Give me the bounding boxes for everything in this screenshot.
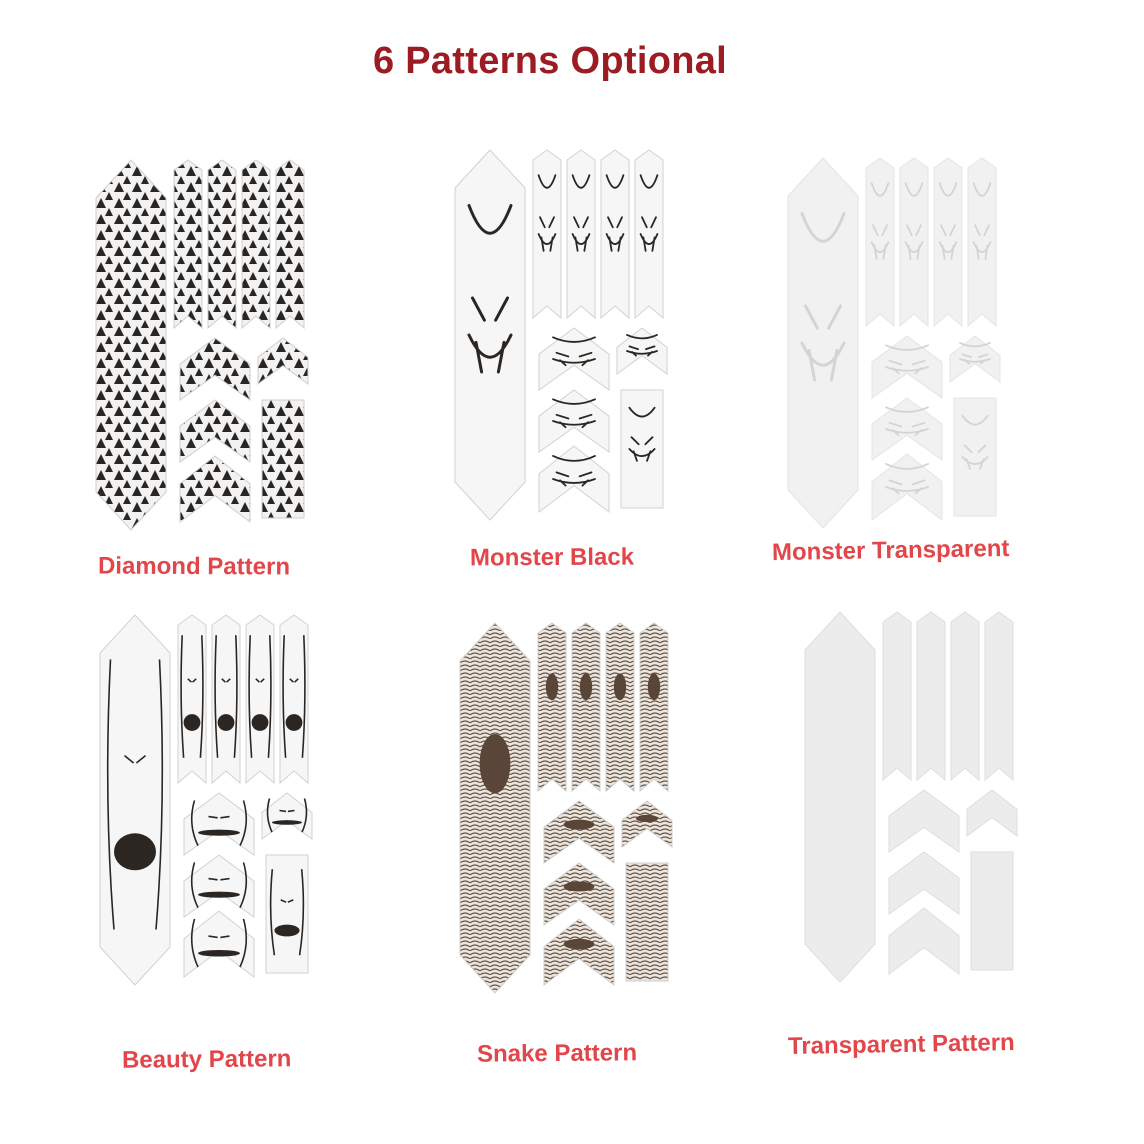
transparent-pattern-sheet xyxy=(804,611,1055,983)
sticker-rect-patch xyxy=(625,862,669,982)
sticker-chevron-3 xyxy=(543,862,615,926)
page-title: 6 Patterns Optional xyxy=(372,40,728,82)
sticker-chevron-1 xyxy=(888,789,960,853)
sticker-strip-3 xyxy=(950,611,980,782)
sticker-strip-1 xyxy=(177,614,207,785)
sticker-chevron-2 xyxy=(257,337,309,385)
sticker-strip-2 xyxy=(916,611,946,782)
sticker-chevron-1 xyxy=(179,337,251,401)
sticker-chevron-1 xyxy=(543,800,615,864)
sticker-strip-4 xyxy=(639,622,669,793)
sticker-main-strip xyxy=(454,149,526,521)
sticker-main-strip xyxy=(99,614,171,986)
sticker-chevron-4 xyxy=(543,918,615,987)
sticker-rect-patch xyxy=(970,851,1014,971)
sticker-main-strip xyxy=(459,622,531,994)
beauty-pattern-label: Beauty Pattern xyxy=(121,1045,292,1074)
sticker-chevron-1 xyxy=(183,792,255,856)
sticker-chevron-3 xyxy=(183,854,255,918)
snake-pattern-sheet xyxy=(459,622,710,994)
sticker-strip-3 xyxy=(605,622,635,793)
sticker-chevron-4 xyxy=(871,453,943,522)
sticker-chevron-2 xyxy=(261,792,313,840)
sticker-chevron-3 xyxy=(179,399,251,463)
sticker-strip-1 xyxy=(173,159,203,330)
sticker-strip-2 xyxy=(571,622,601,793)
sticker-main-strip xyxy=(804,611,876,983)
sticker-strip-1 xyxy=(882,611,912,782)
sticker-main-strip xyxy=(787,157,859,529)
sticker-strip-3 xyxy=(241,159,271,330)
sticker-chevron-2 xyxy=(966,789,1018,837)
sticker-chevron-1 xyxy=(871,335,943,399)
sticker-chevron-4 xyxy=(888,907,960,976)
monster-transparent-sheet xyxy=(787,157,1038,529)
sticker-strip-3 xyxy=(245,614,275,785)
sticker-strip-2 xyxy=(566,149,596,320)
sticker-rect-patch xyxy=(953,397,997,517)
sticker-strip-3 xyxy=(933,157,963,328)
sticker-strip-4 xyxy=(275,159,305,330)
sticker-strip-2 xyxy=(207,159,237,330)
sticker-strip-1 xyxy=(532,149,562,320)
monster-black-sheet xyxy=(454,149,705,521)
beauty-pattern-sheet xyxy=(99,614,350,986)
sticker-strip-4 xyxy=(967,157,997,328)
monster-black-label: Monster Black xyxy=(469,543,635,572)
sticker-rect-patch xyxy=(261,399,305,519)
sticker-strip-4 xyxy=(634,149,664,320)
sticker-main-strip xyxy=(95,159,167,531)
diamond-pattern-sheet xyxy=(95,159,346,531)
sticker-chevron-4 xyxy=(538,445,610,514)
sticker-rect-patch xyxy=(620,389,664,509)
sticker-strip-2 xyxy=(211,614,241,785)
sticker-chevron-4 xyxy=(183,910,255,979)
sticker-chevron-2 xyxy=(949,335,1001,383)
sticker-strip-2 xyxy=(899,157,929,328)
sticker-chevron-3 xyxy=(871,397,943,461)
sticker-chevron-2 xyxy=(621,800,673,848)
diamond-pattern-label: Diamond Pattern xyxy=(97,552,291,581)
sticker-chevron-3 xyxy=(538,389,610,453)
sticker-strip-4 xyxy=(279,614,309,785)
sticker-chevron-4 xyxy=(179,455,251,524)
sticker-strip-1 xyxy=(865,157,895,328)
sticker-chevron-2 xyxy=(616,327,668,375)
sticker-chevron-3 xyxy=(888,851,960,915)
monster-transparent-label: Monster Transparent xyxy=(771,534,1010,567)
sticker-strip-4 xyxy=(984,611,1014,782)
sticker-strip-1 xyxy=(537,622,567,793)
snake-pattern-label: Snake Pattern xyxy=(476,1039,638,1068)
sticker-strip-3 xyxy=(600,149,630,320)
sticker-chevron-1 xyxy=(538,327,610,391)
transparent-pattern-label: Transparent Pattern xyxy=(787,1029,1015,1060)
sticker-rect-patch xyxy=(265,854,309,974)
